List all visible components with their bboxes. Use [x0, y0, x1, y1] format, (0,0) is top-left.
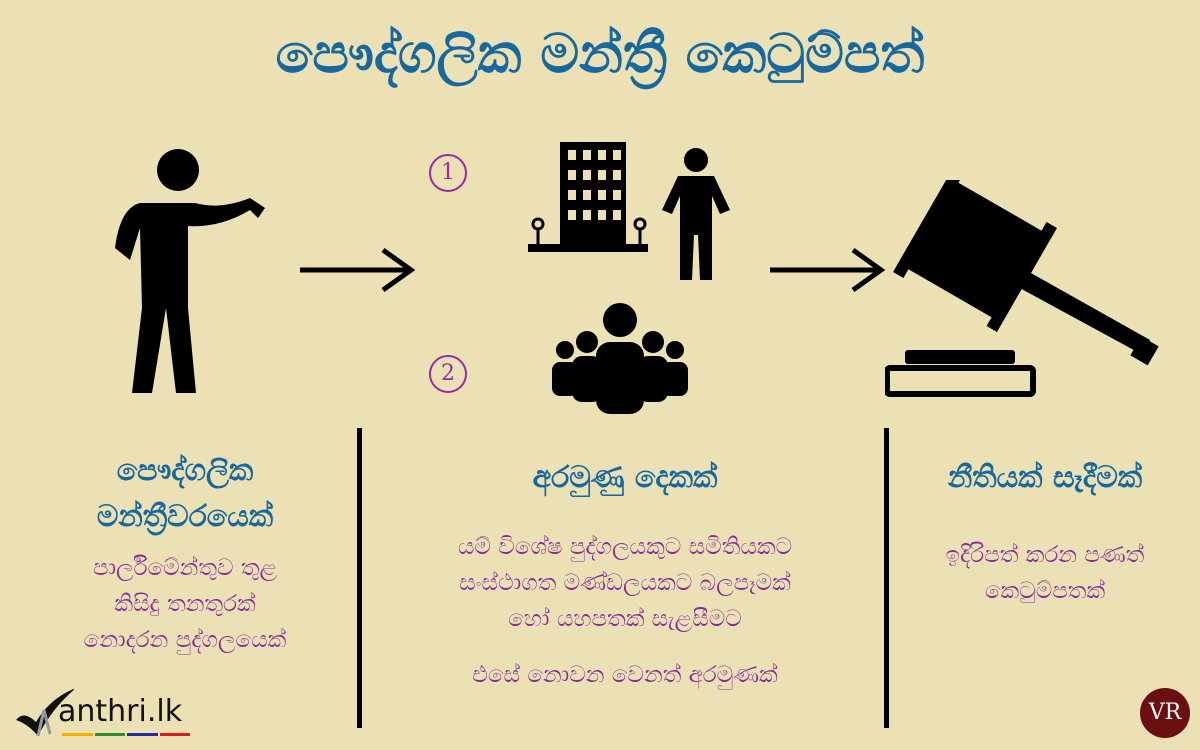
right-column: නීතියක් සෑදීමක් ඉදිරිපත් කරන පණත් කෙටුම්…: [895, 455, 1195, 609]
logo-underline: [62, 733, 190, 736]
body-line: කිසිදු තනතුරක්: [114, 591, 256, 617]
manthri-logo[interactable]: anthri.lk: [14, 688, 194, 738]
vr-badge: VR: [1140, 688, 1190, 738]
body-line: පාර්ලිමේන්තුව තුළ: [92, 555, 278, 581]
marker-2: 2: [429, 355, 467, 393]
middle-body-2: එසේ නොවන වෙනත් අරමුණක්: [472, 662, 778, 688]
left-heading: පෞද්ගලික මන්ත්‍රීවරයෙක්: [20, 448, 350, 540]
left-column: පෞද්ගලික මන්ත්‍රීවරයෙක් පාර්ලිමේන්තුව තු…: [20, 448, 350, 658]
person-pointing-icon: [115, 149, 265, 393]
marker-1: 1: [429, 154, 467, 192]
divider: [884, 428, 889, 728]
gavel-icon: [885, 180, 1159, 397]
group-people-icon: [552, 303, 688, 414]
logo-text: anthri.lk: [58, 694, 183, 729]
body-line: කෙටුම්පතක්: [984, 578, 1106, 604]
body-line: යම් විශේෂ පුද්ගලයකුට සමිතියකට: [457, 534, 793, 560]
body-line: හෝ යහපතක් සැළසීමට: [508, 606, 742, 632]
middle-column: අරමුණු දෙකක් යම් විශේෂ පුද්ගලයකුට සමිතිය…: [370, 455, 880, 693]
divider: [357, 428, 362, 728]
middle-heading: අරමුණු දෙකක්: [532, 460, 718, 495]
heading-line: මන්ත්‍රීවරයෙක්: [96, 499, 274, 534]
body-line: ඉදිරිපත් කරන පණත්: [945, 542, 1145, 568]
right-body: ඉදිරිපත් කරන පණත් කෙටුම්පතක්: [895, 537, 1195, 609]
checkmark-icon: [16, 688, 74, 737]
body-line: සංස්ථාගත මණ්ඩලයකට බලපෑමක්: [459, 570, 791, 596]
arrow-right-icon: [300, 247, 416, 293]
body-line: නොදරන පුද්ගලයෙක්: [83, 627, 287, 653]
heading-line: පෞද්ගලික: [116, 453, 254, 488]
page-title: පෞද්ගලික මන්ත්‍රී කෙටුම්පත්: [275, 22, 925, 85]
arrow-right-icon: [770, 247, 886, 293]
left-body: පාර්ලිමේන්තුව තුළ කිසිදු තනතුරක් නොදරන ප…: [20, 550, 350, 658]
building-person-icon: [528, 142, 730, 280]
right-heading: නීතියක් සෑදීමක්: [947, 460, 1143, 495]
middle-body: යම් විශේෂ පුද්ගලයකුට සමිතියකට සංස්ථාගත ම…: [370, 529, 880, 637]
